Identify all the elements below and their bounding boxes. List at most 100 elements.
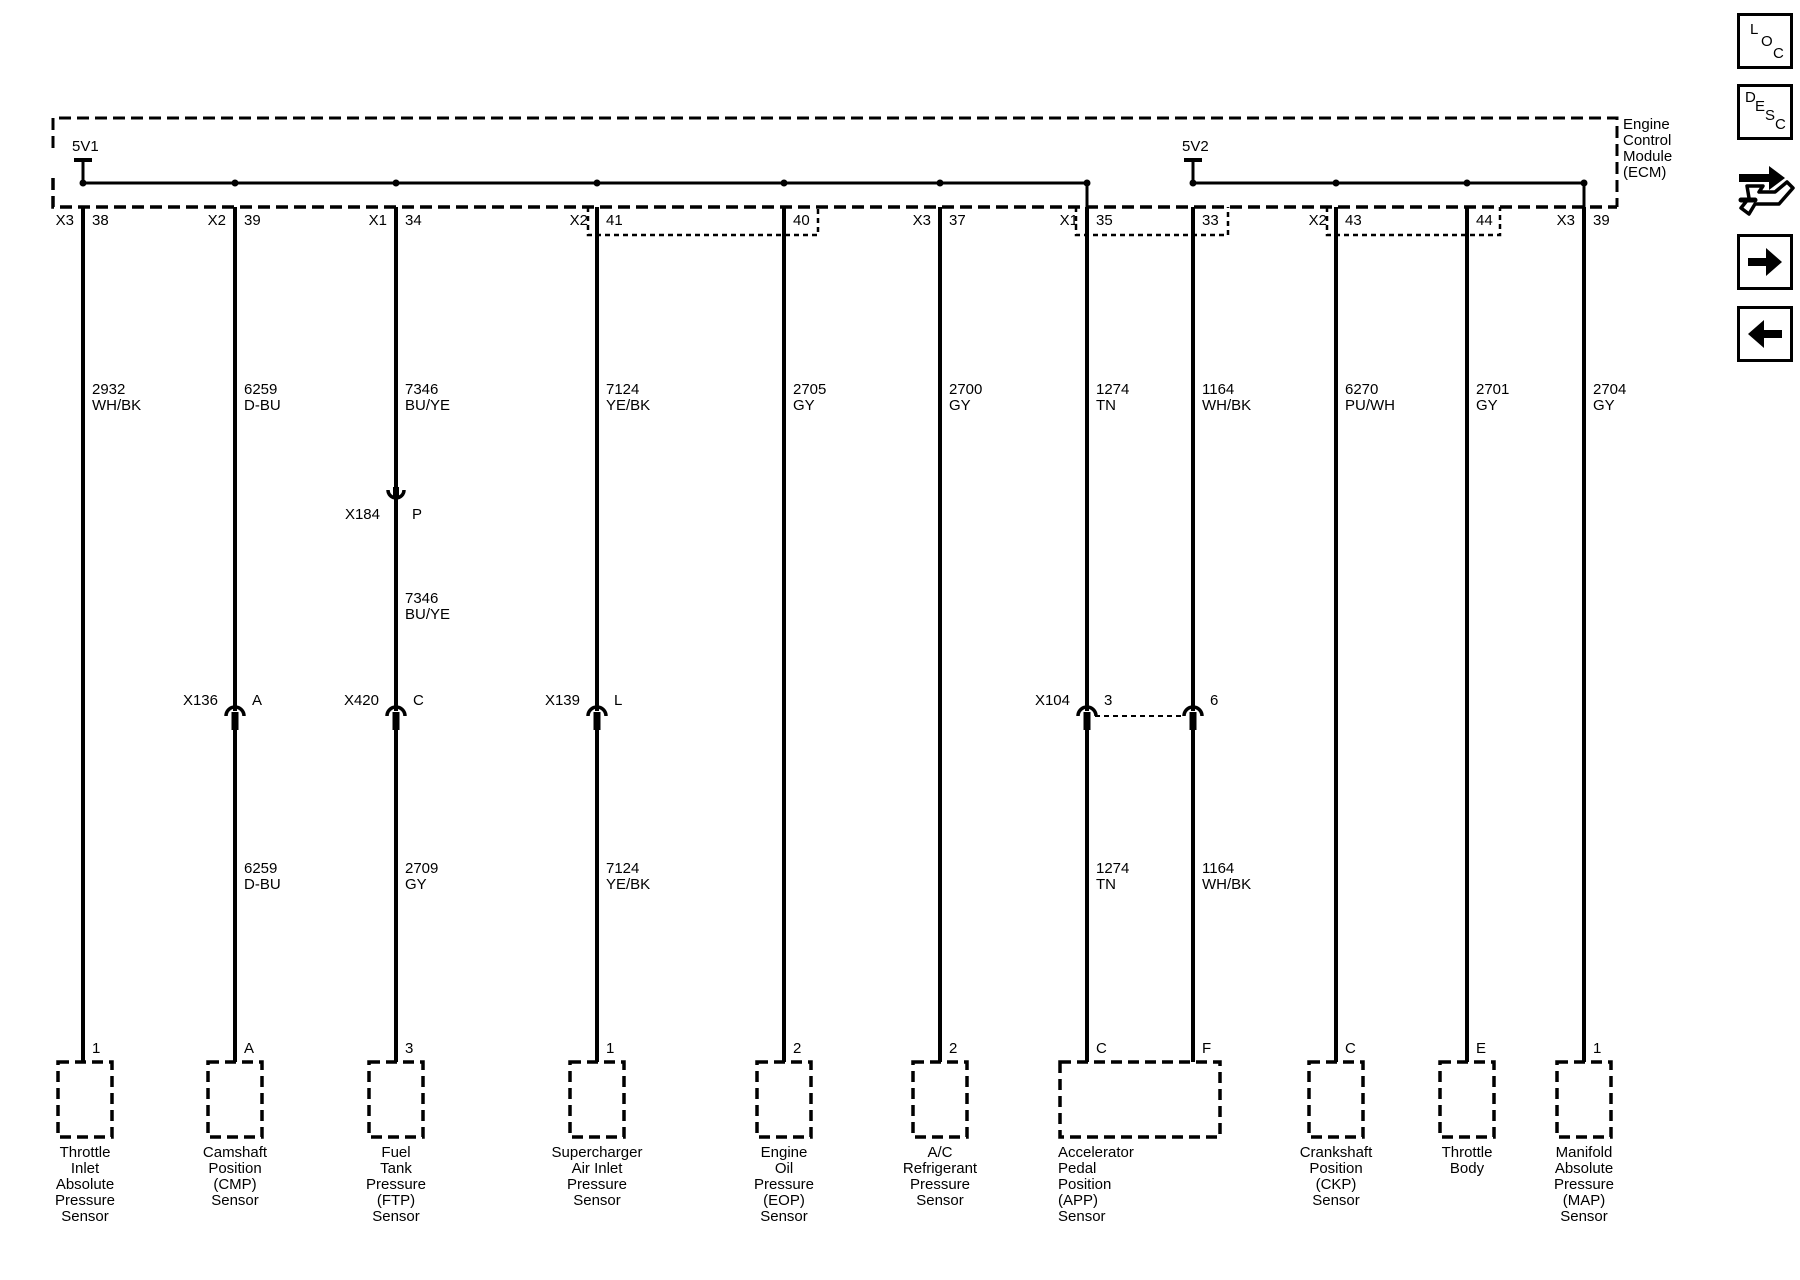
wire-circuit-number: 2709	[405, 860, 438, 877]
sensor-name-line: Pressure	[754, 1176, 814, 1193]
supply-label: 5V2	[1182, 138, 1209, 155]
bus-junction-dot	[231, 179, 239, 187]
ecm-connector-label: X1	[1060, 212, 1078, 229]
inline-connector-pin: L	[614, 692, 622, 709]
back-button[interactable]	[1737, 306, 1793, 362]
sensor-name-line: Sensor	[372, 1208, 420, 1225]
sensor-name-line: Air Inlet	[572, 1160, 624, 1177]
wire-circuit-number: 2704	[1593, 381, 1626, 398]
wire-circuit-number: 7346	[405, 590, 438, 607]
wire-color: WH/BK	[92, 397, 141, 414]
description-button[interactable]: D E S C	[1737, 84, 1793, 140]
sensor-name-line: Fuel	[381, 1144, 410, 1161]
sensor-box	[1555, 1060, 1613, 1139]
sensor-box	[1438, 1060, 1496, 1139]
wire-color: GY	[793, 397, 815, 414]
sensor-pin-label: C	[1345, 1040, 1356, 1057]
wire-circuit-number: 6259	[244, 381, 277, 398]
sensor-box	[1307, 1060, 1365, 1139]
sensor-name-line: (CMP)	[213, 1176, 256, 1193]
sensor-name-line: Manifold	[1556, 1144, 1613, 1161]
inline-connector-male	[392, 712, 400, 730]
sensor-pin-label: 3	[405, 1040, 413, 1057]
forward-button[interactable]	[1737, 234, 1793, 290]
sensor-name-line: (FTP)	[377, 1192, 415, 1209]
component-swap-icon[interactable]	[1735, 156, 1797, 220]
loc-letter: O	[1761, 33, 1773, 50]
sensor-pin-label: 1	[1593, 1040, 1601, 1057]
arrow-left-icon	[1748, 320, 1782, 348]
bus-junction-dot	[1083, 179, 1091, 187]
bus-junction-dot	[79, 179, 87, 187]
ecm-pin-label: 40	[793, 212, 810, 229]
ecm-pin-label: 41	[606, 212, 623, 229]
sensor-name-line: (APP)	[1058, 1192, 1098, 1209]
sensor-pin-label: C	[1096, 1040, 1107, 1057]
bus-junction-dot	[1189, 179, 1197, 187]
module-label-line: (ECM)	[1623, 164, 1666, 181]
sensor-name-line: Sensor	[1312, 1192, 1360, 1209]
module-label-line: Module	[1623, 148, 1672, 165]
sensor-name-line: (MAP)	[1563, 1192, 1606, 1209]
wire-circuit-number: 7124	[606, 381, 639, 398]
sensor-pin-label: 2	[949, 1040, 957, 1057]
inline-connector-name: X104	[1035, 692, 1070, 709]
sensor-pin-label: E	[1476, 1040, 1486, 1057]
sensor-name-line: Absolute	[1555, 1160, 1613, 1177]
desc-letter: E	[1755, 98, 1766, 115]
sensor-pin-label: F	[1202, 1040, 1211, 1057]
sensor-box	[56, 1060, 114, 1139]
sensor-box	[911, 1060, 969, 1139]
ecm-pin-label: 37	[949, 212, 966, 229]
wire-color: D-BU	[244, 397, 281, 414]
sensor-name-line: Inlet	[71, 1160, 100, 1177]
wire-circuit-number: 1164	[1202, 381, 1234, 398]
sensor-name-line: Throttle	[60, 1144, 111, 1161]
inline-connector-male	[1083, 712, 1091, 730]
sensor-box	[755, 1060, 813, 1139]
loc-letter: C	[1773, 45, 1784, 62]
sensor-box	[206, 1060, 264, 1139]
sensor-name-line: Sensor	[760, 1208, 808, 1225]
wire-color: D-BU	[244, 876, 281, 893]
bus-junction-dot	[1332, 179, 1340, 187]
inline-connector-name: X139	[545, 692, 580, 709]
wire-circuit-number: 2932	[92, 381, 125, 398]
ecm-connector-label: X2	[208, 212, 226, 229]
wire-color: BU/YE	[405, 606, 450, 623]
sensor-name-line: Sensor	[1058, 1208, 1106, 1225]
bus-junction-dot	[593, 179, 601, 187]
sensor-name-line: Sensor	[916, 1192, 964, 1209]
ecm-pin-label: 44	[1476, 212, 1493, 229]
location-button[interactable]: L O C	[1737, 13, 1793, 69]
sensor-name-line: Pressure	[910, 1176, 970, 1193]
module-label-line: Engine	[1623, 116, 1670, 133]
inline-connector-female	[586, 705, 608, 717]
wire-circuit-number: 2705	[793, 381, 826, 398]
inline-connector-female	[385, 705, 407, 717]
inline-connector-female	[1182, 705, 1204, 717]
sensor-name-line: Crankshaft	[1300, 1144, 1373, 1161]
wire-color: PU/WH	[1345, 397, 1395, 414]
module-outline	[51, 116, 1619, 717]
module-label-line: Control	[1623, 132, 1671, 149]
ecm-connector-label: X1	[369, 212, 387, 229]
sensor-name-line: Pressure	[55, 1192, 115, 1209]
wire-color: GY	[1593, 397, 1615, 414]
wire-circuit-number: 6259	[244, 860, 277, 877]
ecm-connector-label: X3	[1557, 212, 1575, 229]
sensor-name-line: Engine	[761, 1144, 808, 1161]
wire-color: TN	[1096, 876, 1116, 893]
inline-connector-male	[1189, 712, 1197, 730]
ecm-connector-label: X3	[913, 212, 931, 229]
inline-connector-male	[231, 712, 239, 730]
inline-connector-male	[393, 487, 399, 499]
sensor-name-line: Pedal	[1058, 1160, 1096, 1177]
sensor-pin-label: 1	[92, 1040, 100, 1057]
sensor-name-line: Refrigerant	[903, 1160, 978, 1177]
inline-connector-pin: 3	[1104, 692, 1112, 709]
ecm-connector-label: X2	[1309, 212, 1327, 229]
sensor-name-line: Pressure	[1554, 1176, 1614, 1193]
desc-letter: D	[1745, 89, 1756, 106]
